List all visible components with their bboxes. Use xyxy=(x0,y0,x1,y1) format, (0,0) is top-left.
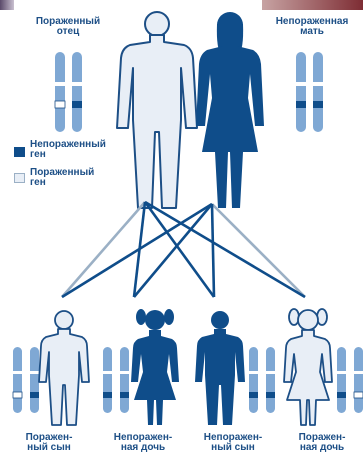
unaffected-gene-swatch xyxy=(14,147,25,157)
father-label-line2: отец xyxy=(26,27,110,37)
father-label: Пораженный отец xyxy=(26,17,110,37)
unaffected-gene-marker xyxy=(72,101,82,108)
child-label-affected-son: Поражен- ный сын xyxy=(12,433,86,453)
father-figure xyxy=(117,12,197,208)
mother-label: Непораженная мать xyxy=(264,17,360,37)
father-chromosomes xyxy=(55,52,82,132)
child-label-line2: ный сын xyxy=(12,443,86,453)
legend-unaffected-line2: ген xyxy=(30,150,106,160)
unaffected-gene-marker xyxy=(313,101,323,108)
legend-affected-label: Пораженный ген xyxy=(30,168,94,188)
child-unaffected-son xyxy=(195,311,275,425)
child-affected-son xyxy=(13,311,89,425)
mother-figure xyxy=(196,12,264,208)
child-label-line2: ная дочь xyxy=(282,443,362,453)
child-affected-daughter xyxy=(284,309,363,425)
mother-label-line2: мать xyxy=(264,27,360,37)
affected-gene-marker xyxy=(55,101,65,108)
affected-gene-swatch xyxy=(14,173,25,183)
child-label-unaffected-daughter: Непоражен- ная дочь xyxy=(98,433,188,453)
inheritance-lines xyxy=(62,202,305,297)
unaffected-gene-marker xyxy=(296,101,306,108)
child-label-affected-daughter: Поражен- ная дочь xyxy=(282,433,362,453)
child-label-unaffected-son: Непоражен- ный сын xyxy=(188,433,278,453)
mother-chromosomes xyxy=(296,52,323,132)
child-label-line2: ная дочь xyxy=(98,443,188,453)
legend-affected-line2: ген xyxy=(30,178,94,188)
legend-unaffected-label: Непораженный ген xyxy=(30,140,106,160)
child-unaffected-daughter xyxy=(103,309,179,425)
child-label-line2: ный сын xyxy=(188,443,278,453)
